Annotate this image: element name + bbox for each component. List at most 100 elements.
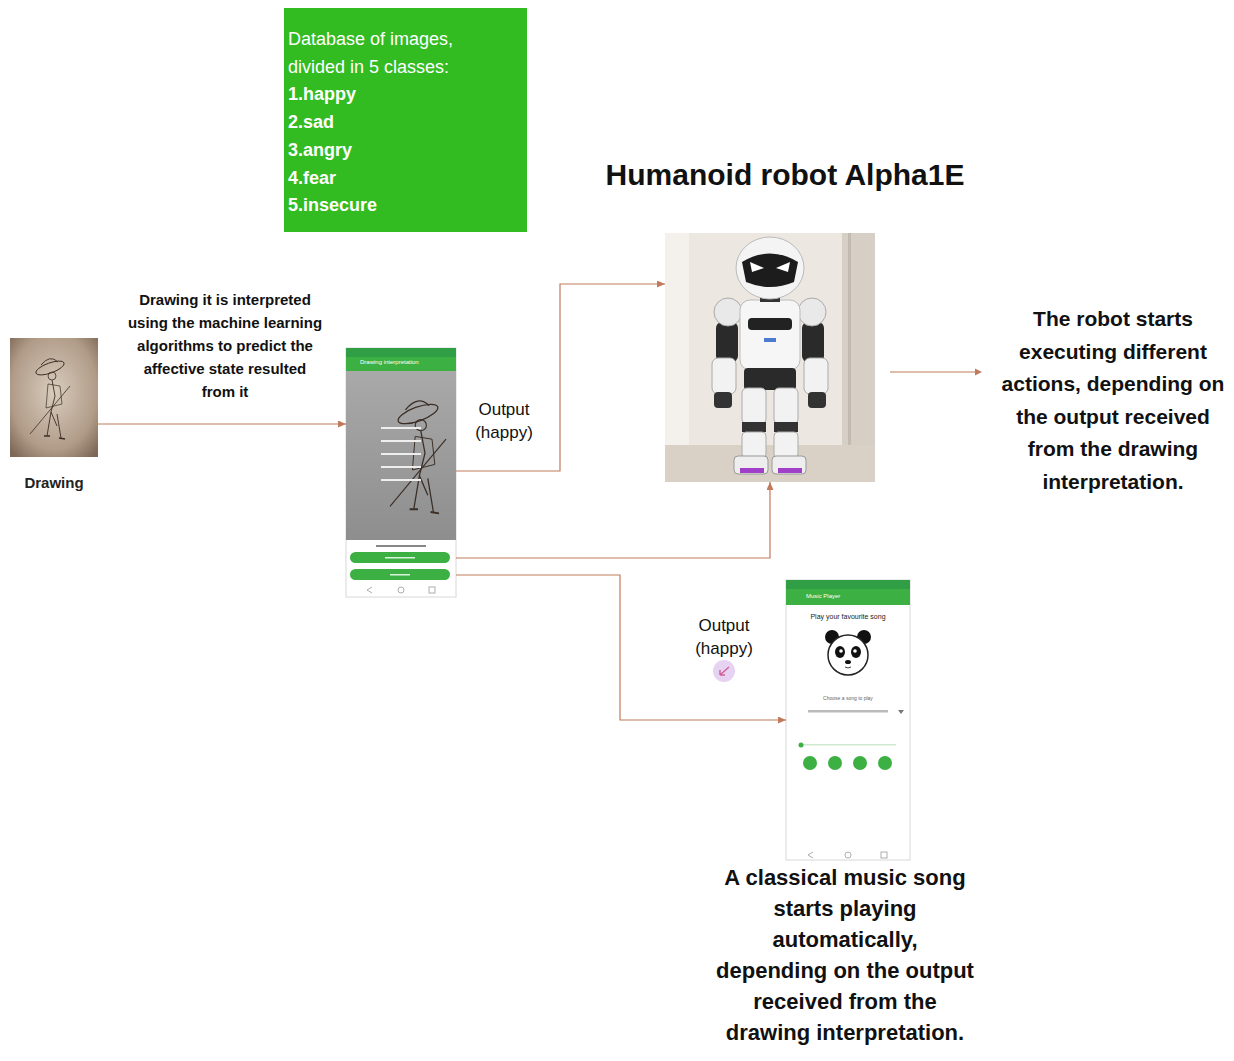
- robot-photo: [774, 422, 798, 432]
- robot-photo: [734, 456, 768, 474]
- music-player-screenshot: [835, 646, 845, 658]
- phone-screenshot: [390, 400, 446, 513]
- robot-photo: [776, 262, 790, 272]
- phone-screen: Drawing interpretation: [346, 348, 456, 597]
- music-player-screenshot: [799, 743, 804, 748]
- phone-screenshot: [398, 587, 404, 593]
- music-player-screenshot: [786, 589, 910, 605]
- phone-screenshot: [346, 348, 456, 597]
- robot-photo: [774, 432, 798, 458]
- music-player-screenshot: [828, 635, 868, 675]
- robot-photo: [750, 262, 764, 272]
- class-item: 2.sad: [288, 109, 523, 137]
- phone-screenshot: [346, 371, 456, 540]
- database-box: Database of images, divided in 5 classes…: [284, 8, 527, 232]
- robot-photo: [742, 432, 766, 458]
- app-header: Music Player: [786, 592, 910, 601]
- music-player-screenshot: [786, 580, 910, 860]
- music-player-screen: Music PlayerPlay your favourite songChoo…: [786, 580, 910, 860]
- robot-title: Humanoid robot Alpha1E: [575, 157, 995, 193]
- image-caption: Drawing: [10, 474, 98, 492]
- screen-hint: Choose a song to play: [786, 694, 910, 702]
- connector-arrow: [456, 284, 665, 471]
- robot-photo: [742, 254, 798, 288]
- edge-label: Drawing it is interpreted using the mach…: [126, 288, 324, 403]
- phone-screenshot: [381, 466, 421, 468]
- connector-arrow: [98, 423, 346, 424]
- phone-screenshot: [346, 357, 456, 371]
- robot-photo: [808, 392, 826, 408]
- phone-screenshot: [381, 427, 421, 429]
- music-player-screenshot: [839, 649, 843, 653]
- music-player-screenshot: [828, 756, 842, 770]
- music-player-screenshot: [845, 660, 851, 664]
- robot-photo: [798, 298, 826, 326]
- app-header: Drawing interpretation: [346, 358, 456, 366]
- drawing-photo: [10, 338, 98, 457]
- output-label: Output (happy): [688, 614, 760, 660]
- phone-screenshot: [346, 348, 456, 357]
- connector-arrow: [456, 482, 770, 558]
- robot-action-arrow: [975, 369, 982, 376]
- robot-photo: [716, 322, 738, 362]
- class-item: 3.angry: [288, 137, 523, 165]
- music-player-screenshot: [845, 852, 851, 858]
- robot-photo: [665, 445, 875, 482]
- robot-photo: [665, 233, 689, 482]
- class-heading: Database of images, divided in 5 classes…: [288, 26, 488, 81]
- robot-action-arrow: [890, 371, 976, 372]
- label-holder: Drawing it is interpreted using the mach…: [126, 288, 324, 403]
- phone-screenshot: [376, 545, 426, 547]
- class-item: 5.insecure: [288, 192, 523, 220]
- music-player-screenshot: [898, 710, 904, 714]
- robot-photo: [774, 388, 798, 424]
- robot-photo: [748, 318, 792, 330]
- music-player-screenshot: [800, 744, 896, 746]
- label-holder: A classical music song starts playing au…: [714, 862, 976, 1048]
- phone-screenshot: [350, 552, 450, 563]
- music-player-screenshot: [878, 756, 892, 770]
- robot-photo: [744, 368, 796, 390]
- robot-photo: [772, 456, 806, 474]
- robot-photo: [778, 468, 802, 473]
- label-holder: The robot starts executing different act…: [998, 303, 1228, 498]
- connector-arrow: [456, 575, 786, 720]
- robot-photo: [740, 468, 764, 473]
- description-note: A classical music song starts playing au…: [714, 862, 976, 1048]
- output-icon: [713, 660, 735, 682]
- robot-photo: Humanoid robot Alpha1E: [665, 233, 875, 482]
- music-player-screenshot: [786, 580, 910, 589]
- music-player-screenshot: [803, 756, 817, 770]
- robot-photo: [742, 388, 766, 424]
- robot-photo: [736, 237, 804, 299]
- label-holder: Output (happy): [688, 614, 760, 660]
- label-holder: Output (happy): [468, 398, 540, 444]
- music-player-screenshot: [808, 710, 888, 713]
- music-player-screenshot: [808, 852, 813, 858]
- music-player-screenshot: [851, 646, 861, 658]
- output-icon: [720, 667, 729, 675]
- music-player-screenshot: [786, 580, 910, 860]
- robot-photo: [842, 233, 875, 482]
- description-note: The robot starts executing different act…: [998, 303, 1228, 498]
- phone-screenshot: [429, 587, 435, 593]
- robot-photo: [714, 392, 732, 408]
- robot-photo: [712, 358, 736, 394]
- phone-screenshot: [367, 587, 372, 593]
- music-player-screenshot: [881, 852, 887, 858]
- robot-photo: [665, 233, 875, 482]
- phone-screenshot: [350, 569, 450, 580]
- robot-photo: [802, 322, 824, 362]
- class-item: 4.fear: [288, 165, 523, 193]
- robot-action-arrow: [890, 369, 982, 376]
- robot-photo: [804, 358, 828, 394]
- phone-screenshot: [381, 453, 421, 455]
- drawing-photo: [10, 338, 98, 457]
- robot-photo: [742, 422, 766, 432]
- phone-screenshot: [385, 557, 415, 559]
- music-player-screenshot: [845, 667, 851, 668]
- robot-photo: [665, 233, 875, 482]
- phone-screenshot: [346, 348, 456, 597]
- output-icon: [713, 660, 735, 682]
- phone-screenshot: [390, 574, 410, 576]
